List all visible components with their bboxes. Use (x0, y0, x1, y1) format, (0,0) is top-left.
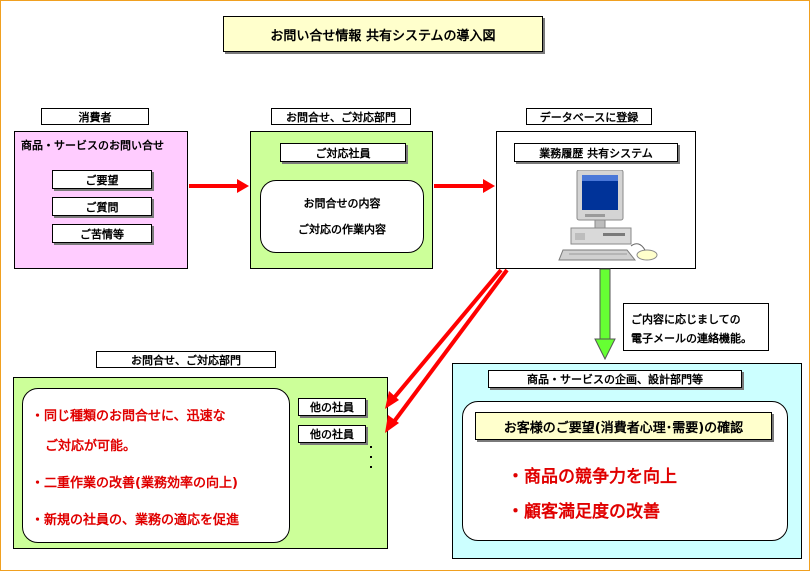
dept-top-content-box: お問合せの内容 ご対応の作業内容 (260, 180, 424, 253)
email-note-line-1: ご内容に応じましての (631, 313, 741, 326)
arrow-database-to-planning (594, 268, 616, 361)
email-note-box: ご内容に応じましての 電子メールの連絡機能。 (623, 303, 769, 351)
other-staff-1: 他の社員 (298, 398, 366, 416)
dept-bottom-box: ・同じ種類のお問合せに、迅速な ご対応が可能。 ・二重作業の改善(業務効率の向上… (13, 377, 388, 549)
benefits-box: ・同じ種類のお問合せに、迅速な ご対応が可能。 ・二重作業の改善(業務効率の向上… (22, 388, 290, 543)
ellipsis-dots (370, 446, 373, 476)
arrow-dept-to-database (434, 179, 495, 193)
arrow-consumer-to-dept (189, 179, 249, 193)
dept-bottom-header: お問合せ、ご対応部門 (96, 351, 276, 368)
consumer-box: 商品・サービスのお問い合せ ご要望 ご質問 ご苦情等 (14, 131, 188, 269)
consumer-item-complaint: ご苦情等 (52, 224, 152, 243)
benefit-efficiency: ・二重作業の改善(業務効率の向上) (31, 476, 238, 491)
consumer-item-question: ご質問 (52, 197, 152, 216)
diagram-title: お問い合せ情報 共有システムの導入図 (223, 16, 543, 52)
result-competitiveness: ・商品の競争力を向上 (507, 467, 677, 487)
dept-top-box: ご対応社員 お問合せの内容 ご対応の作業内容 (250, 131, 433, 269)
consumer-header: 消費者 (41, 108, 149, 125)
dept-top-line-inquiry: お問合せの内容 (303, 197, 381, 210)
consumer-item-request: ご要望 (52, 170, 152, 189)
consumer-box-title: 商品・サービスのお問い合せ (21, 139, 164, 152)
dept-top-staff-label: ご対応社員 (280, 143, 406, 162)
benefit-quick-response: ・同じ種類のお問合せに、迅速な (31, 409, 226, 424)
dept-top-line-work: ご対応の作業内容 (298, 223, 386, 236)
database-header: データベースに登録 (526, 108, 652, 125)
database-box: 業務履歴 共有システム (496, 131, 696, 269)
computer-icon (558, 170, 658, 261)
benefit-onboarding: ・新規の社員の、業務の適応を促進 (31, 513, 240, 528)
customer-needs-label: お客様のご要望(消費者心理･需要)の確認 (475, 412, 772, 440)
planning-content-box: お客様のご要望(消費者心理･需要)の確認 ・商品の競争力を向上 ・顧客満足度の改… (462, 401, 788, 541)
other-staff-2: 他の社員 (298, 425, 366, 443)
planning-box: 商品・サービスの企画、設計部門等 お客様のご要望(消費者心理･需要)の確認 ・商… (452, 363, 802, 559)
dept-top-header: お問合せ、ご対応部門 (271, 108, 411, 125)
email-note-line-2: 電子メールの連絡機能。 (631, 332, 752, 345)
result-satisfaction: ・顧客満足度の改善 (507, 502, 660, 522)
database-system-label: 業務履歴 共有システム (514, 143, 678, 162)
benefit-quick-response-cont: ご対応が可能。 (45, 439, 137, 454)
planning-header: 商品・サービスの企画、設計部門等 (488, 370, 742, 388)
